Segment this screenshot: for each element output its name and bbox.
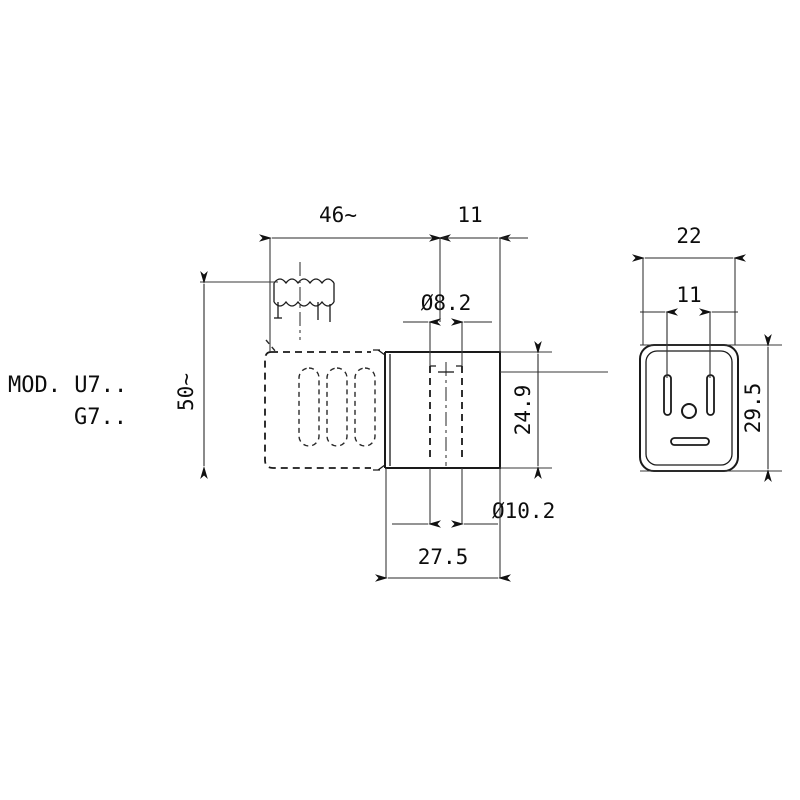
cable-gland: [273, 278, 335, 322]
bore-lower-dimension: Ø10.2: [392, 468, 555, 528]
dim-label-bore-10-2: Ø10.2: [492, 499, 555, 523]
side-width-outer-dimension: 22: [632, 224, 746, 345]
terminal-slot-1: [298, 367, 320, 447]
connector-body-chamfer-bottom: [377, 464, 386, 471]
dim-label-22: 22: [676, 224, 701, 248]
projection-lines: [666, 312, 711, 378]
dim-label-46: 46~: [319, 203, 357, 227]
cable-gland-bottom-scallop: [273, 300, 335, 307]
terminal-slot-2: [326, 367, 348, 447]
end-face-view: [639, 344, 739, 472]
dim-label-29-5: 29.5: [741, 383, 765, 434]
bore-upper-dimension: Ø8.2: [403, 291, 492, 366]
hidden-bores: [429, 362, 463, 466]
dim-label-24-9: 24.9: [511, 385, 535, 436]
body-height-dimension: 24.9: [500, 341, 552, 479]
end-face-inner-outline: [645, 350, 733, 466]
connector-body-outline: [385, 351, 501, 469]
terminal-slots: [298, 367, 376, 447]
body-width-dimension: 27.5: [375, 468, 511, 582]
hidden-body-outline: [264, 339, 371, 469]
dim-label-bore-8-2: Ø8.2: [421, 291, 472, 315]
dim-label-11-top: 11: [457, 203, 482, 227]
terminal-slot-3: [354, 367, 376, 447]
contact-slot-right: [706, 374, 715, 416]
lower-slot: [670, 437, 710, 446]
model-label-line1: MOD. U7..: [8, 373, 127, 398]
model-label-group: MOD. U7.. G7..: [8, 373, 127, 430]
connector-body-flange-edges: [373, 349, 380, 471]
overall-height-dimension: 50~: [174, 271, 278, 479]
body-hidden-contour: [264, 351, 371, 469]
top-dimension-chain: 46~ 11: [259, 203, 528, 352]
front-side-view: [264, 262, 608, 471]
earth-pin-hole: [681, 403, 697, 419]
model-label-line2: G7..: [74, 405, 127, 430]
cable-gland-top-scallop: [273, 278, 335, 285]
dim-label-27-5: 27.5: [418, 545, 469, 569]
contact-slot-left: [663, 374, 672, 416]
side-height-dimension: 29.5: [640, 334, 782, 482]
connector-body-chamfer-top: [377, 349, 386, 356]
connector-body: [373, 349, 501, 471]
dim-label-50: 50~: [174, 373, 198, 411]
body-hidden-chamfer: [265, 339, 277, 353]
dim-label-11-side: 11: [676, 283, 701, 307]
